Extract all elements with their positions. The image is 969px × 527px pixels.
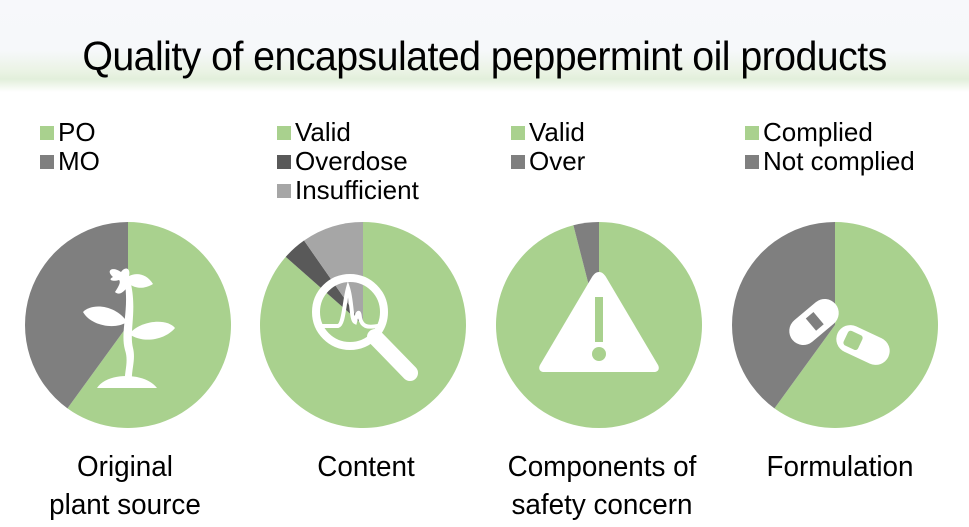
plant-sprout-icon <box>83 268 175 388</box>
legend-swatch <box>511 154 525 169</box>
legend-label: Overdose <box>295 146 408 176</box>
legend-item-insufficient: Insufficient <box>277 176 419 205</box>
warning-triangle-icon <box>539 272 659 372</box>
panel-formulation: Complied Not complied Formulation <box>0 0 938 527</box>
legend-swatch <box>40 154 54 169</box>
caption-line-1: Content <box>317 451 415 483</box>
page-title: Quality of encapsulated peppermint oil p… <box>82 33 887 79</box>
legend-swatch <box>511 125 525 140</box>
legend-label: Valid <box>529 117 585 147</box>
pie-slice-complied <box>774 222 938 428</box>
capsule-pills-icon <box>789 299 890 365</box>
caption-line-1: Components of <box>507 451 697 483</box>
legend-item-overdose: Overdose <box>277 147 419 176</box>
legend-swatch <box>277 154 291 169</box>
caption: Original plant source <box>5 448 245 524</box>
legend: Complied Not complied <box>745 118 915 176</box>
legend-swatch <box>277 125 291 140</box>
caption: Content <box>246 448 486 486</box>
legend-swatch <box>277 183 291 198</box>
pie-chart-formulation <box>732 222 938 428</box>
title-band <box>0 0 969 92</box>
caption-line-1: Original <box>77 451 173 483</box>
pie-slice-not-complied <box>732 222 835 409</box>
panel-content: Valid Overdose Insufficient Content <box>0 0 466 527</box>
magnifier-chromatogram-icon <box>312 274 418 381</box>
pie-chart-components-of-safety-concern <box>496 222 702 428</box>
caption-line-1: Formulation <box>766 451 914 483</box>
legend-item-valid: Valid <box>277 118 419 147</box>
pie-chart-content <box>260 222 466 428</box>
legend: PO MO <box>40 118 100 176</box>
legend-item-po: PO <box>40 118 100 147</box>
legend-item-over: Over <box>511 147 585 176</box>
legend-item-valid: Valid <box>511 118 585 147</box>
legend: Valid Overdose Insufficient <box>277 118 419 205</box>
legend: Valid Over <box>511 118 585 176</box>
legend-swatch <box>40 125 54 140</box>
legend-label: Over <box>529 146 586 176</box>
legend-label: PO <box>58 117 96 147</box>
caption-line-2: safety concern <box>511 489 693 521</box>
legend-label: Complied <box>763 117 873 147</box>
legend-item-mo: MO <box>40 147 100 176</box>
pie-chart-original-plant-source <box>25 222 231 428</box>
legend-label: Insufficient <box>295 175 419 205</box>
legend-item-complied: Complied <box>745 118 915 147</box>
pie-slice-mo <box>25 222 128 409</box>
panel-components-of-safety-concern: Valid Over Components of safety concern <box>0 0 702 527</box>
panel-original-plant-source: PO MO Original plant source <box>0 0 236 527</box>
caption: Formulation <box>720 448 960 486</box>
legend-label: MO <box>58 146 100 176</box>
legend-item-not-complied: Not complied <box>745 147 915 176</box>
legend-label: Valid <box>295 117 351 147</box>
legend-swatch <box>745 154 759 169</box>
legend-swatch <box>745 125 759 140</box>
pie-slice-insufficient <box>304 222 363 325</box>
caption-line-2: plant source <box>49 489 201 521</box>
legend-label: Not complied <box>763 146 915 176</box>
caption: Components of safety concern <box>482 448 722 524</box>
